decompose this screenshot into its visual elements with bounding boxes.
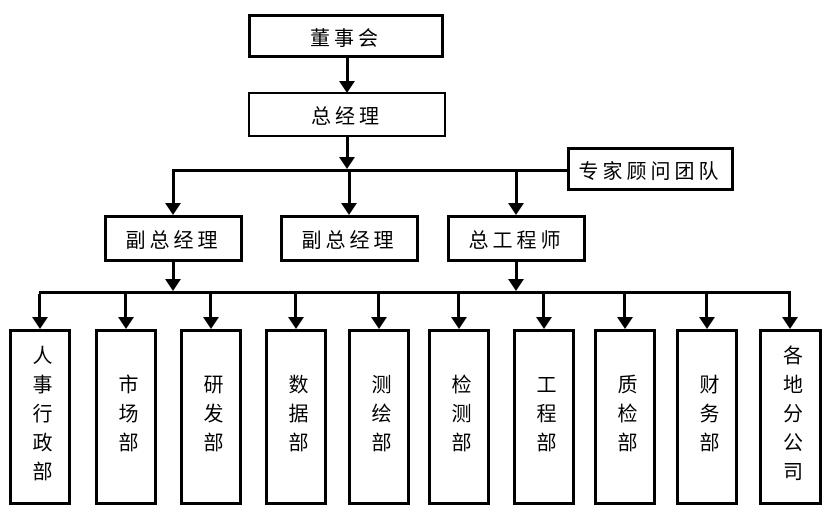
connector-bus-dept-7 [623,294,626,318]
node-board-label: 董事会 [310,27,382,50]
node-dept-hr-admin: 人事行政部 [9,329,71,505]
node-expert-advisors: 专家顾问团队 [567,147,734,191]
node-dept-data-label: 数据部 [285,373,307,461]
node-general-manager: 总经理 [248,92,446,137]
node-general-manager-label: 总经理 [311,106,383,128]
arrowhead-bus-dept-0 [32,317,48,329]
connector-bus-dept-9 [788,294,791,318]
connector-board-gm [346,58,349,82]
node-deputy-gm-2-label: 副总经理 [301,230,398,252]
arrowhead-gm-junction [339,157,355,169]
node-deputy-gm-2: 副总经理 [280,215,419,262]
arrowhead-board-gm [339,81,355,93]
connector-gm-junction [346,137,349,158]
connector-bus-dept-4 [377,294,380,318]
connector-bus-dept-2 [209,294,212,318]
node-dept-marketing-label: 市场部 [115,373,137,461]
connector-bus-dept-8 [705,294,708,318]
node-dept-testing: 检测部 [428,329,490,505]
arrowhead-bus-dept-8 [699,317,715,329]
arrowhead-bus-dept-6 [536,317,552,329]
node-dept-rnd: 研发部 [180,329,242,505]
node-dept-engineering: 工程部 [513,329,575,505]
connector-chief-bus [515,262,518,280]
node-dept-branches: 各地分公司 [759,329,822,505]
node-dept-rnd-label: 研发部 [200,373,222,461]
connector-department-bus [39,291,791,294]
arrowhead-bus-dept-2 [203,317,219,329]
node-expert-advisors-label: 专家顾问团队 [578,160,723,183]
node-chief-engineer-label: 总工程师 [468,230,565,252]
arrowhead-junction-deputy1 [165,203,181,215]
arrowhead-chief-bus [508,279,524,291]
node-dept-quality: 质检部 [594,329,656,505]
node-dept-surveying-label: 测绘部 [368,373,390,461]
node-deputy-gm-1-label: 副总经理 [125,230,222,252]
connector-bus-dept-1 [124,294,127,318]
arrowhead-bus-dept-4 [371,317,387,329]
arrowhead-bus-dept-3 [288,317,304,329]
arrowhead-deputy1-bus [165,279,181,291]
node-board: 董事会 [248,14,444,58]
connector-junction-chief [515,172,518,204]
node-dept-testing-label: 检测部 [448,373,470,461]
arrowhead-junction-deputy2 [341,203,357,215]
connector-junction-deputy2 [348,172,351,204]
node-dept-surveying: 测绘部 [348,329,410,505]
connector-junction-bar [172,169,567,172]
connector-bus-dept-5 [457,294,460,318]
connector-bus-dept-6 [542,294,545,318]
connector-bus-dept-3 [294,294,297,318]
arrowhead-bus-dept-9 [782,317,798,329]
node-dept-marketing: 市场部 [95,329,157,505]
node-deputy-gm-1: 副总经理 [104,215,243,262]
connector-bus-dept-0 [38,294,41,318]
connector-junction-deputy1 [172,172,175,204]
node-chief-engineer: 总工程师 [447,215,586,262]
connector-deputy1-bus [172,262,175,280]
node-dept-finance: 财务部 [676,329,738,505]
node-dept-data: 数据部 [265,329,327,505]
node-dept-hr-admin-label: 人事行政部 [29,344,51,490]
arrowhead-bus-dept-5 [451,317,467,329]
node-dept-finance-label: 财务部 [696,373,718,461]
arrowhead-bus-dept-7 [617,317,633,329]
node-dept-engineering-label: 工程部 [533,373,555,461]
node-dept-branches-label: 各地分公司 [779,344,802,490]
arrowhead-junction-chief [508,203,524,215]
arrowhead-bus-dept-1 [118,317,134,329]
node-dept-quality-label: 质检部 [614,373,636,461]
